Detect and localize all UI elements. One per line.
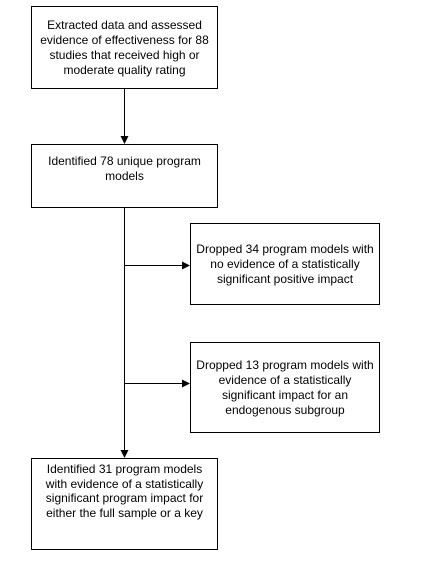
step-dropped-13-models-text: Dropped 13 program models with evidence … <box>196 357 374 417</box>
step-dropped-13-models-box: Dropped 13 program models with evidence … <box>190 342 380 433</box>
step-identified-31-models-text: Identified 31 program models with eviden… <box>45 462 204 520</box>
step-identified-78-models-text: Identified 78 unique program models <box>48 154 201 183</box>
step-dropped-34-models-text: Dropped 34 program models with no eviden… <box>196 241 374 286</box>
step-identified-78-models-box: Identified 78 unique program models <box>31 144 218 208</box>
step-extracted-data-box: Extracted data and assessed evidence of … <box>31 6 218 89</box>
step-dropped-34-models-box: Dropped 34 program models with no eviden… <box>190 223 380 305</box>
step-extracted-data-text: Extracted data and assessed evidence of … <box>40 17 209 77</box>
step-identified-31-models-box: Identified 31 program models with eviden… <box>31 458 218 550</box>
